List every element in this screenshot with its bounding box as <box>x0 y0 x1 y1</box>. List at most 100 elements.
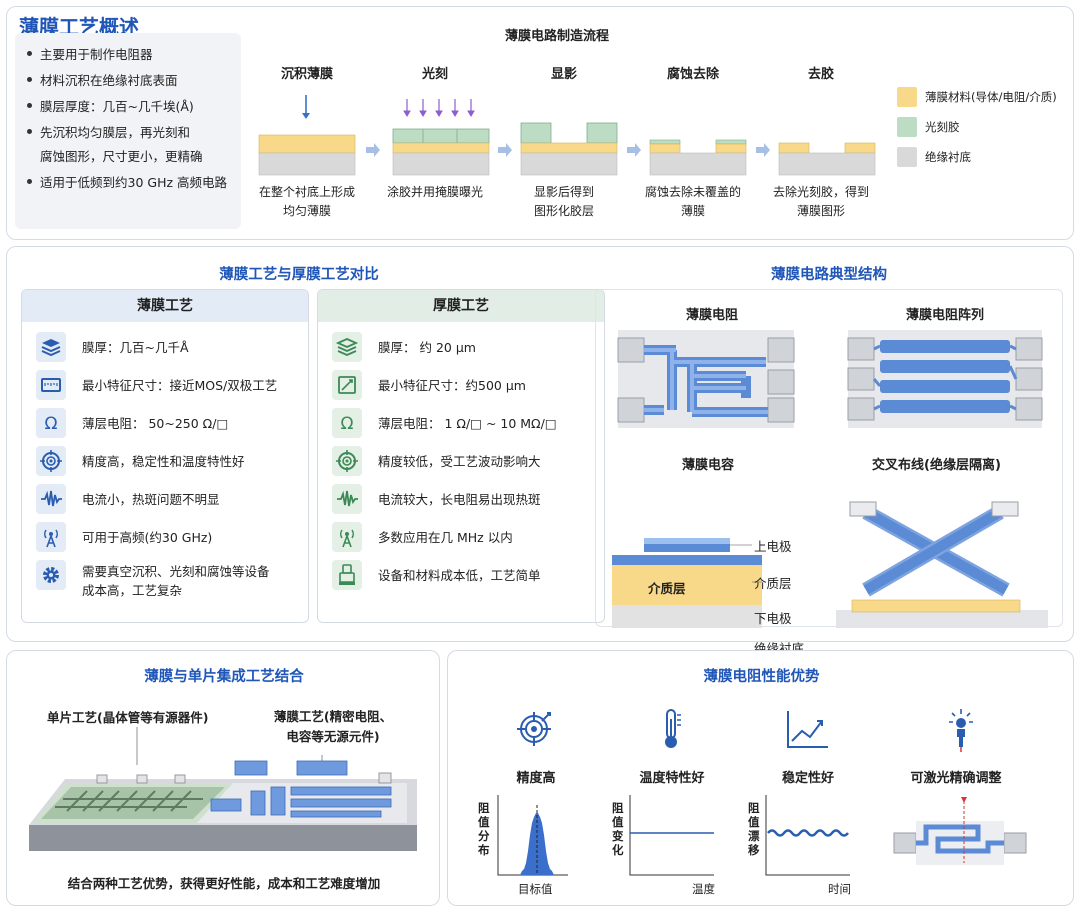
thick-film-header: 厚膜工艺 <box>318 290 604 322</box>
thin-capacitor-label: 薄膜电容 <box>682 458 735 473</box>
thick-row-thickness: 膜厚： 约 20 μm <box>332 332 602 362</box>
temperature-flat-chart <box>629 795 714 876</box>
legend-swatch-resist <box>897 117 917 137</box>
gear-icon <box>36 560 66 590</box>
cap-dielectric-label: 介质层 <box>754 576 792 591</box>
monolithic-caption: 结合两种工艺优势，获得更好性能，成本和工艺难度增加 <box>67 876 381 891</box>
thermometer-icon <box>665 709 681 748</box>
overview-list: 主要用于制作电阻器 材料沉积在绝缘衬底表面 膜层厚度：几百~几千埃(Å) 先沉积… <box>15 33 241 229</box>
step-litho-desc: 涂胶并用掩膜曝光 <box>386 185 483 199</box>
resistor-array-diagram <box>847 330 1043 428</box>
thick-row-feature-size: 最小特征尺寸：约500 μm <box>332 370 602 400</box>
monolithic-chip-diagram <box>29 727 417 851</box>
typical-structures: 薄膜电阻 薄膜电阻阵列 薄膜电容 交叉布线(绝缘层隔离) <box>595 289 1063 656</box>
step-litho-label: 光刻 <box>421 67 448 82</box>
drift-ylabel: 阻值漂移 <box>748 801 760 857</box>
crossover-label: 交叉布线(绝缘层隔离) <box>872 458 1001 473</box>
temp-change-ylabel: 阻值变化 <box>612 801 624 857</box>
step-etch-label: 腐蚀去除 <box>666 67 719 82</box>
target-icon <box>36 446 66 476</box>
structure-title: 薄膜电路典型结构 <box>771 267 887 283</box>
thin-row-sheet-resistance: Ω 薄层电阻： 50~250 Ω/□ <box>36 408 306 438</box>
crossover-diagram <box>836 501 1048 628</box>
legend-film: 薄膜材料(导体/电阻/介质) <box>925 90 1057 104</box>
overview-item: 膜层厚度：几百~几千埃(Å) <box>27 99 194 115</box>
legend-resist: 光刻胶 <box>925 120 960 134</box>
legend-swatch-substrate <box>897 147 917 167</box>
step-strip-label: 去胶 <box>807 67 834 82</box>
down-arrow-icon <box>302 95 310 119</box>
legend-swatch-film <box>897 87 917 107</box>
overview-item: 先沉积均匀膜层，再光刻和 <box>27 125 190 141</box>
thin-film-header: 薄膜工艺 <box>22 290 308 322</box>
precision-label: 精度高 <box>516 771 556 786</box>
target-value-xlabel: 目标值 <box>518 882 553 896</box>
legend-substrate: 绝缘衬底 <box>925 150 971 164</box>
waveform-icon <box>332 484 362 514</box>
advantages-title: 薄膜电阻性能优势 <box>703 669 820 685</box>
thick-film-card: 厚膜工艺 膜厚： 约 20 μm 最小特征尺寸：约500 μm Ω <box>317 289 605 623</box>
cap-top-electrode-label: 上电极 <box>754 539 792 554</box>
layers-icon <box>36 332 66 362</box>
svg-text:Ω: Ω <box>341 414 354 434</box>
performance-mini-charts <box>497 795 1027 876</box>
comparison-structure-panel: 薄膜工艺与厚膜工艺对比 薄膜电路典型结构 薄膜工艺 膜厚：几百~几千Å 最小特征… <box>6 246 1074 656</box>
step-etch-desc: 腐蚀去除未覆盖的薄膜 <box>644 185 741 218</box>
ruler-icon <box>36 370 66 400</box>
waveform-icon <box>36 484 66 514</box>
precision-target-icon <box>517 712 551 746</box>
temperature-label: 温度特性好 <box>639 771 705 786</box>
svg-text:Ω: Ω <box>45 414 58 434</box>
time-xlabel: 时间 <box>828 882 851 896</box>
thin-film-card: 薄膜工艺 膜厚：几百~几千Å 最小特征尺寸：接近MOS/双极工艺 Ω <box>21 289 309 623</box>
thin-resistor-diagram <box>617 330 795 428</box>
step-develop-label: 显影 <box>550 67 577 82</box>
right-arrow-icon <box>627 143 641 157</box>
cap-bottom-electrode-label: 下电极 <box>754 611 792 626</box>
right-arrow-icon <box>498 143 512 157</box>
thin-row-cost: 需要真空沉积、光刻和腐蚀等设备成本高，工艺复杂 <box>36 560 306 604</box>
ohm-icon: Ω <box>36 408 66 438</box>
step-deposit-label: 沉积薄膜 <box>280 67 333 82</box>
step-develop-desc: 显影后得到图形化胶层 <box>533 185 594 218</box>
thick-row-current: 电流较大，长电阻易出现热斑 <box>332 484 602 514</box>
compare-title: 薄膜工艺与厚膜工艺对比 <box>219 267 379 283</box>
laser-trim-label: 可激光精确调整 <box>910 771 1002 786</box>
right-arrow-icon <box>756 143 770 157</box>
target-icon <box>332 446 362 476</box>
overview-item: 主要用于制作电阻器 <box>27 47 153 63</box>
cap-dielectric-inner-label: 介质层 <box>648 581 686 596</box>
drift-wave-chart <box>765 795 850 876</box>
antenna-icon <box>332 522 362 552</box>
trend-chart-icon <box>787 711 828 748</box>
step-deposit-desc: 在整个衬底上形成均匀薄膜 <box>258 185 355 218</box>
process-overview-panel: 薄膜工艺概述 主要用于制作电阻器 材料沉积在绝缘衬底表面 膜层厚度：几百~几千埃… <box>6 6 1074 240</box>
ohm-icon: Ω <box>332 408 362 438</box>
performance-advantages-panel: 薄膜电阻性能优势 精度高 温度特性好 稳定性好 可激光精确调整 阻值分布 阻值变… <box>447 650 1074 906</box>
stability-label: 稳定性好 <box>781 771 834 786</box>
thick-row-frequency: 多数应用在几 MHz 以内 <box>332 522 602 552</box>
right-arrow-icon <box>366 143 380 157</box>
temperature-xlabel: 温度 <box>692 882 715 896</box>
thin-row-precision: 精度高，稳定性和温度特性好 <box>36 446 306 476</box>
thin-row-thickness: 膜厚：几百~几千Å <box>36 332 306 362</box>
thick-row-sheet-resistance: Ω 薄层电阻： 1 Ω/□ ~ 10 MΩ/□ <box>332 408 602 438</box>
laser-trim-diagram <box>893 797 1027 865</box>
distribution-ylabel: 阻值分布 <box>478 801 490 857</box>
ruler-icon <box>332 370 362 400</box>
flow-title: 薄膜电路制造流程 <box>504 29 609 44</box>
thin-resistor-label: 薄膜电阻 <box>686 308 739 323</box>
thin-process-label: 薄膜工艺(精密电阻、电容等无源元件) <box>273 709 393 744</box>
layers-icon <box>332 332 362 362</box>
distribution-histogram <box>497 795 568 876</box>
thin-row-feature-size: 最小特征尺寸：接近MOS/双极工艺 <box>36 370 306 400</box>
laser-icon <box>949 709 973 752</box>
mono-process-label: 单片工艺(晶体管等有源器件) <box>47 710 209 725</box>
printer-icon <box>332 560 362 590</box>
monolithic-title: 薄膜与单片集成工艺结合 <box>144 669 304 685</box>
thick-row-cost: 设备和材料成本低，工艺简单 <box>332 560 602 590</box>
antenna-icon <box>36 522 66 552</box>
resistor-array-label: 薄膜电阻阵列 <box>906 308 985 323</box>
monolithic-integration-panel: 薄膜与单片集成工艺结合 单片工艺(晶体管等有源器件) 薄膜工艺(精密电阻、电容等… <box>6 650 440 906</box>
thin-row-frequency: 可用于高频(约30 GHz) <box>36 522 306 552</box>
